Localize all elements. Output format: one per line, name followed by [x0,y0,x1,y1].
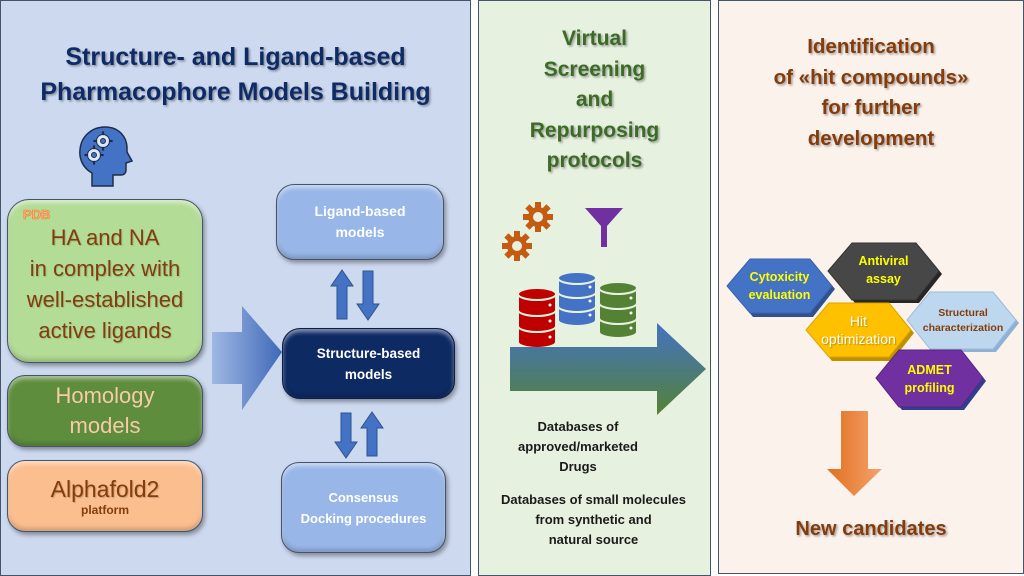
admet-profiling-label: ADMET profiling [904,362,955,395]
consensus-docking-label: Consensus Docking procedures [300,489,427,526]
structure-based-models-label: Structure-based models [316,345,421,382]
screening-flow-arrow [510,323,706,415]
homology-models-box: Homology models [7,375,203,447]
hit-optimization-label: Hit optimization [821,313,896,347]
small-molecules-databases-note: Databases of small molecules from synthe… [501,492,686,547]
homology-models-text: Homology models [55,383,155,438]
database-green-icon [598,281,638,339]
funnel-icon [585,208,623,247]
structure-consensus-exchange-arrows [334,411,384,459]
approved-drugs-databases-note: Databases of approved/marketed Drugs [518,419,638,474]
virtual-screening-title: Virtual Screening and Repurposing protoc… [529,27,660,172]
structural-characterization-label: Structural characterization [922,306,1004,334]
ligand-based-models-box: Ligand-based models [276,184,444,260]
pdb-source-text: HA and NA in complex with well-establish… [26,225,184,343]
hit-identification-title: Identification of «hit compounds» for fu… [773,35,969,150]
alphafold-sub-text: platform [81,502,129,517]
antiviral-assay-label: Antiviral assay [858,254,909,286]
pdb-badge: PDB [23,207,51,223]
database-blue-icon [557,271,597,327]
alphafold-text: Alphafold2 [50,475,160,502]
ligand-structure-exchange-arrows [330,269,380,321]
gears-icon [502,202,553,261]
antiviral-assay-hexagon [827,242,942,303]
hit-optimization-hexagon [805,302,914,361]
admet-profiling-hexagon [875,349,986,410]
sources-to-models-arrow [212,306,282,410]
pharmacophore-title: Structure- and Ligand-based Pharmacophor… [40,43,431,106]
cytotoxicity-hexagon [726,258,835,317]
cytotoxicity-label: Cytoxicity evaluation [748,270,811,302]
alphafold-box: Alphafold2 platform [7,460,203,532]
structure-based-models-box: Structure-based models [282,328,455,399]
head-with-gears-icon [79,126,134,187]
ligand-based-models-label: Ligand-based models [314,203,406,240]
to-new-candidates-arrow [827,411,882,496]
structural-characterization-hexagon [906,291,1019,352]
consensus-docking-box: Consensus Docking procedures [281,462,446,553]
pdb-source-box: PDB HA and NA in complex with well-estab… [7,199,203,363]
new-candidates-label: New candidates [795,518,947,540]
